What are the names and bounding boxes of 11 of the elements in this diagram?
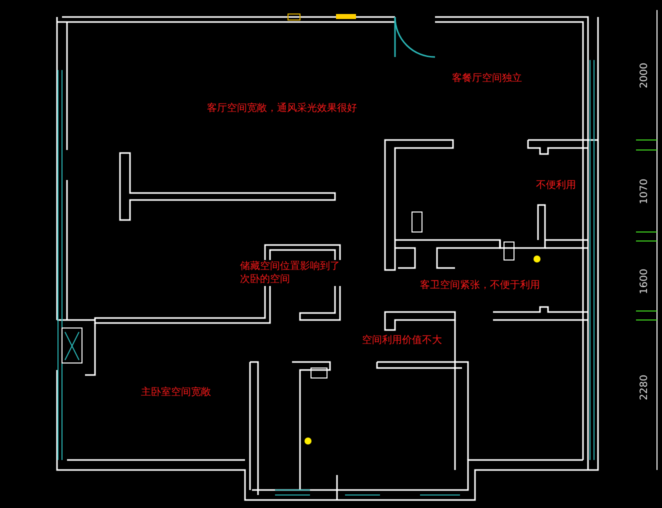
- dimension-text: 1070: [639, 178, 650, 204]
- dimension-text: 1600: [639, 268, 650, 294]
- annotation-text: 空间利用价值不大: [362, 334, 442, 347]
- annotation-text: 客厅空间宽敞，通风采光效果很好: [207, 102, 357, 115]
- dimension-text: 2000: [639, 62, 650, 88]
- annotation-text: 主卧室空间宽敞: [141, 386, 211, 399]
- annotation-text: 客卫空间紧张，不便于利用: [420, 279, 540, 292]
- annotation-text: 储藏空间位置影响到了次卧的空间: [240, 260, 344, 286]
- annotation-text: 不便利用: [536, 179, 576, 192]
- annotation-text: 客餐厅空间独立: [452, 72, 522, 85]
- dimension-text: 2280: [639, 374, 650, 400]
